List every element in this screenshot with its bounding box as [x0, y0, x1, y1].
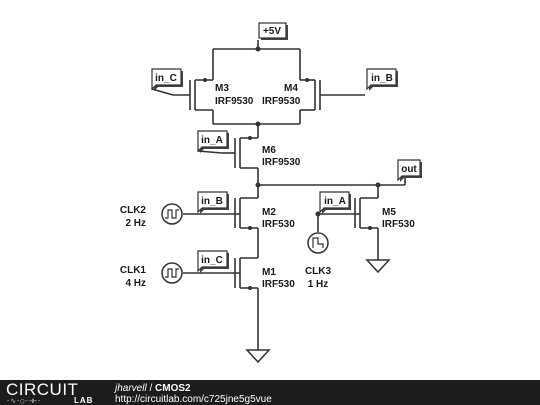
out-tag-label: out	[401, 164, 417, 175]
schematic-svg: M3 IRF9530 M4 IRF9530 M6 IRF9530 M2 IRF5…	[120, 22, 422, 364]
m1-gate-tag-label: in_C	[201, 255, 223, 266]
junction-nodes	[255, 46, 381, 217]
m1-source-dot	[248, 286, 252, 290]
net-tag-out[interactable]: out	[397, 159, 422, 182]
transistor-m5[interactable]: M5 IRF530	[354, 197, 415, 230]
net-tag-m2-gate[interactable]: in_B	[197, 191, 229, 214]
vdd-tag-label: +5V	[263, 26, 281, 37]
clk2-id-label: CLK2	[120, 205, 147, 216]
net-tag-m3-gate[interactable]: in_C	[151, 68, 183, 96]
transistor-m4[interactable]: M4 IRF9530	[262, 78, 365, 111]
circuit-title[interactable]: CMOS2	[155, 383, 191, 394]
m5-gate-tag-label: in_A	[324, 196, 346, 207]
net-tag-m4-gate[interactable]: in_B	[366, 68, 398, 91]
logo-wave-icon: -∿-○-⊣⊢-	[6, 397, 42, 405]
transistor-m3[interactable]: M3 IRF9530	[173, 78, 254, 111]
author-link[interactable]: jharvell	[115, 383, 147, 394]
m1-part-label: IRF530	[262, 279, 295, 290]
m6-source-dot	[248, 136, 252, 140]
transistor-m1[interactable]: M1 IRF530	[234, 257, 295, 290]
clock-source-clk3[interactable]: CLK3 1 Hz	[305, 232, 332, 290]
m4-gate-tag-label: in_B	[371, 73, 393, 84]
m2-part-label: IRF530	[262, 219, 295, 230]
m1-id-label: M1	[262, 267, 276, 278]
logo-top-text: CIRCUIT	[6, 380, 79, 399]
m6-id-label: M6	[262, 145, 276, 156]
clk1-freq-label: 4 Hz	[125, 278, 146, 289]
node-out-left	[255, 182, 261, 188]
m2-source-dot	[248, 226, 252, 230]
node-pmos-join	[255, 121, 261, 127]
node-out-right	[375, 182, 381, 188]
footer-bar: CIRCUIT -∿-○-⊣⊢- LAB jharvell / CMOS2 ht…	[0, 380, 540, 405]
m5-source-dot	[368, 226, 372, 230]
m2-id-label: M2	[262, 207, 276, 218]
m4-source-dot	[305, 78, 309, 82]
m3-gate-tag-label: in_C	[155, 73, 177, 84]
m3-source-dot	[203, 78, 207, 82]
m3-part-label: IRF9530	[215, 96, 254, 107]
transistor-m6[interactable]: M6 IRF9530	[222, 136, 301, 169]
net-tag-vdd[interactable]: +5V	[258, 22, 288, 40]
clk1-id-label: CLK1	[120, 265, 147, 276]
m5-id-label: M5	[382, 207, 396, 218]
clk3-freq-label: 1 Hz	[308, 279, 329, 290]
clock-source-clk1[interactable]: CLK1 4 Hz	[120, 262, 183, 289]
transistor-m2[interactable]: M2 IRF530	[234, 197, 295, 230]
m5-part-label: IRF530	[382, 219, 415, 230]
clock-source-clk2[interactable]: CLK2 2 Hz	[120, 203, 183, 229]
path-separator: /	[146, 383, 156, 394]
m4-part-label: IRF9530	[262, 96, 301, 107]
footer-info: jharvell / CMOS2 http://circuitlab.com/c…	[115, 383, 272, 405]
net-tag-m1-gate[interactable]: in_C	[197, 250, 229, 273]
net-tag-m5-gate[interactable]: in_A	[319, 191, 351, 214]
net-tag-m6-gate[interactable]: in_A	[197, 130, 229, 154]
node-in-a	[315, 211, 321, 217]
node-vdd	[255, 46, 261, 52]
clk2-freq-label: 2 Hz	[125, 218, 146, 229]
ground-symbol-main	[245, 349, 271, 364]
schematic-canvas[interactable]: M3 IRF9530 M4 IRF9530 M6 IRF9530 M2 IRF5…	[0, 0, 540, 380]
logo-bottom-text: LAB	[74, 396, 94, 405]
m6-part-label: IRF9530	[262, 157, 301, 168]
m6-gate-tag-label: in_A	[201, 135, 223, 146]
circuitlab-logo[interactable]: CIRCUIT -∿-○-⊣⊢- LAB	[6, 380, 106, 405]
circuit-url[interactable]: http://circuitlab.com/c725jne5g5vue	[115, 394, 272, 405]
m4-id-label: M4	[284, 83, 298, 94]
clk3-id-label: CLK3	[305, 266, 332, 277]
ground-symbol-m5	[365, 259, 391, 274]
m2-gate-tag-label: in_B	[201, 196, 223, 207]
m3-id-label: M3	[215, 83, 229, 94]
